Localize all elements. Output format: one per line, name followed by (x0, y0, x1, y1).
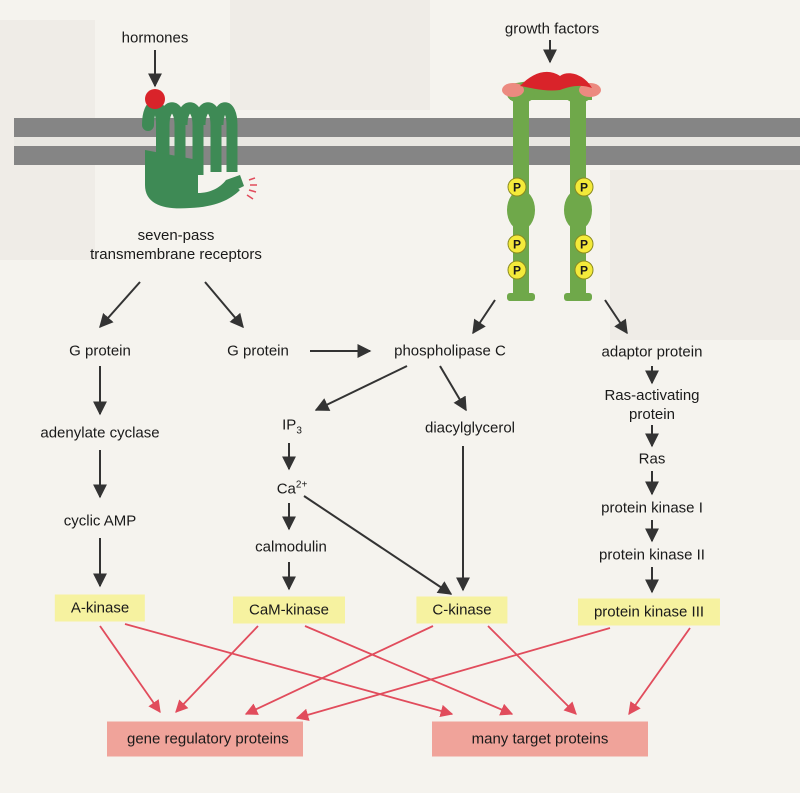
arrow-c-kinase-to-targets (487, 625, 577, 715)
phosphate-left-3 (507, 260, 527, 280)
arrow-receptor-to-g-protein-mid (204, 281, 244, 329)
cam-kinase-box: CaM-kinase (232, 596, 346, 624)
phosphate-label: P (513, 238, 521, 252)
growth-factors-label: growth factors (504, 20, 600, 38)
many-target-proteins-box: many target proteins (432, 721, 648, 757)
adaptor-protein-label: adaptor protein (601, 343, 703, 361)
phosphate-label: P (580, 181, 588, 195)
protein-kinase-3-box: protein kinase III (577, 598, 721, 626)
arrow-c-kinase-to-gene-regulatory (244, 625, 434, 715)
membrane-gap (14, 137, 800, 146)
arrow-a-kinase-to-targets (124, 623, 454, 718)
g-protein-mid-label: G protein (227, 342, 289, 360)
arrow-cam-kinase-to-gene-regulatory (175, 625, 259, 713)
calcium-superscript: 2+ (295, 479, 308, 491)
growth-factor-ligand (502, 71, 601, 97)
gene-regulatory-proteins-box: gene regulatory proteins (107, 721, 303, 757)
membrane-outer-layer (14, 118, 800, 137)
g-protein-binding-marks (246, 177, 257, 200)
seven-pass-line-1: seven-pass (137, 227, 215, 244)
calmodulin-label: calmodulin (255, 538, 327, 556)
background-bleed-center (230, 0, 430, 110)
phosphate-right-1 (574, 177, 594, 197)
plasma-membrane (14, 118, 800, 165)
phosphate-label: P (513, 181, 521, 195)
phosphate-right-2 (574, 234, 594, 254)
arrow-phospholipase-to-dag (439, 365, 467, 412)
protein-kinase-2-label: protein kinase II (599, 546, 705, 564)
phosphate-right-3 (574, 260, 594, 280)
seven-pass-line-2: transmembrane receptors (90, 246, 262, 263)
ras-activating-line-2: protein (629, 406, 675, 423)
effector-arrows (99, 623, 691, 721)
a-kinase-box: A-kinase (54, 594, 146, 622)
ip3-base: IP (282, 416, 297, 434)
hormones-label: hormones (121, 29, 189, 47)
cyclic-amp-label: cyclic AMP (63, 512, 137, 530)
phosphate-groups: P P P P P P (507, 177, 594, 280)
ip3-subscript: 3 (296, 425, 302, 437)
phosphate-label: P (580, 264, 588, 278)
hormone-ligand (145, 89, 165, 109)
g-protein-left-label: G protein (69, 342, 131, 360)
ras-activating-protein-label: Ras-activating protein (604, 386, 699, 424)
ras-activating-line-1: Ras-activating (604, 387, 700, 404)
arrow-receptor-to-g-protein-left (99, 281, 141, 329)
calcium-base: Ca (276, 480, 296, 498)
adenylate-cyclase-label: adenylate cyclase (40, 424, 160, 442)
ras-label: Ras (638, 450, 666, 468)
background-bleed-right (610, 170, 800, 340)
phosphate-left-2 (507, 234, 527, 254)
arrow-rtk-to-adaptor (604, 299, 628, 335)
arrow-cam-kinase-to-targets (304, 625, 514, 716)
phospholipase-c-label: phospholipase C (394, 342, 506, 360)
arrow-pk3-to-gene-regulatory (295, 627, 611, 721)
pathway-arrows (93, 281, 659, 595)
membrane-inner-layer (14, 146, 800, 165)
protein-kinase-1-label: protein kinase I (601, 499, 703, 517)
phosphate-label: P (513, 264, 521, 278)
diacylglycerol-label: diacylglycerol (424, 419, 516, 437)
phosphate-left-1 (507, 177, 527, 197)
arrow-phospholipase-to-ip3 (314, 365, 408, 411)
c-kinase-box: C-kinase (416, 596, 508, 624)
ip3-label: IP3 (282, 416, 302, 441)
seven-pass-receptors-label: seven-pass transmembrane receptors (90, 226, 262, 264)
arrow-rtk-to-phospholipase (472, 299, 496, 335)
arrow-pk3-to-targets (628, 627, 691, 716)
arrow-a-kinase-to-gene-regulatory (99, 625, 161, 714)
arrow-ca-to-c-kinase (303, 495, 453, 595)
calcium-label: Ca2+ (277, 476, 308, 499)
phosphate-label: P (580, 238, 588, 252)
